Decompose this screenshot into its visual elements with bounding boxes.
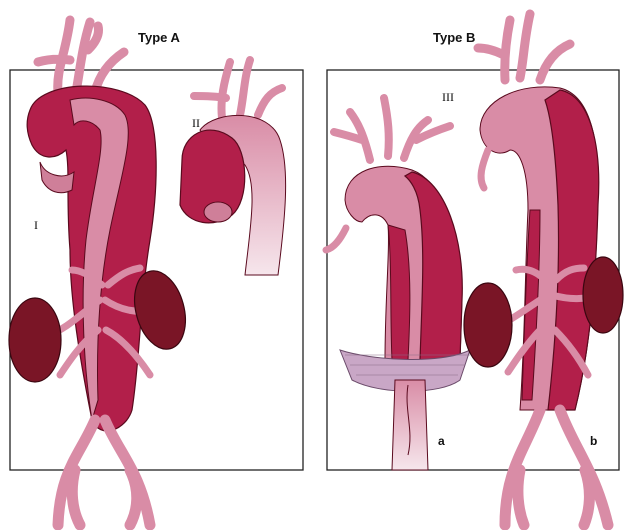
- label-i: I: [34, 218, 38, 233]
- kidney-left-a: [9, 298, 61, 382]
- aorta-type-a-ii: [180, 60, 286, 275]
- kidney-right-b: [583, 257, 623, 333]
- aorta-type-b-iii-a: [326, 98, 470, 470]
- label-b: b: [590, 434, 597, 448]
- type-b-title: Type B: [433, 30, 475, 45]
- aorta-type-a-i: [27, 20, 156, 525]
- label-a: a: [438, 434, 445, 448]
- type-a-title: Type A: [138, 30, 180, 45]
- label-iii: III: [442, 90, 454, 105]
- kidney-left-b: [464, 283, 512, 367]
- label-ii: II: [192, 116, 200, 131]
